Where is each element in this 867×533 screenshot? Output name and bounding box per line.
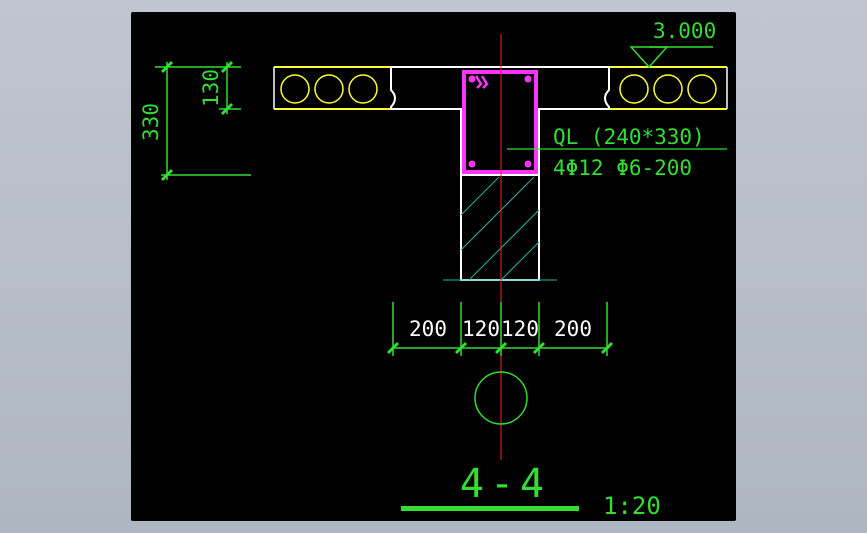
elevation-marker: 3.000 [629, 19, 716, 69]
dimension-left-200: 200 [409, 317, 447, 341]
horizontal-dimensions [386, 302, 614, 356]
right-hollow-slab [609, 66, 728, 110]
slab-void [314, 74, 344, 104]
beam-label: QL (240*330) [553, 125, 705, 149]
slab-thickness-dimension: 130 [199, 69, 223, 107]
elevation-label: 3.000 [653, 19, 716, 43]
wall-hatch [460, 176, 540, 281]
reinforcement-label: 4Φ12 Φ6-200 [553, 156, 692, 180]
dimension-left-120: 120 [462, 317, 500, 341]
dimension-right-200: 200 [554, 317, 592, 341]
left-hollow-slab [273, 66, 391, 110]
dimension-right-120: 120 [501, 317, 539, 341]
slab-void [687, 74, 717, 104]
slab-void [619, 74, 649, 104]
section-title: 4-4 [460, 461, 550, 507]
cad-viewport: 3.000 QL (240*330) 4Φ12 Φ6-200 330 130 2… [131, 12, 736, 521]
slab-void [348, 74, 378, 104]
slab-void [280, 74, 310, 104]
slab-void [653, 74, 683, 104]
scale-label: 1:20 [603, 492, 661, 520]
title-underline [401, 506, 579, 511]
vertical-dimensions [155, 60, 251, 182]
total-height-dimension: 330 [139, 103, 163, 141]
axis-bubble [474, 371, 528, 425]
section-drawing: 3.000 QL (240*330) 4Φ12 Φ6-200 330 130 2… [139, 19, 728, 520]
rebar-cage [462, 70, 538, 174]
